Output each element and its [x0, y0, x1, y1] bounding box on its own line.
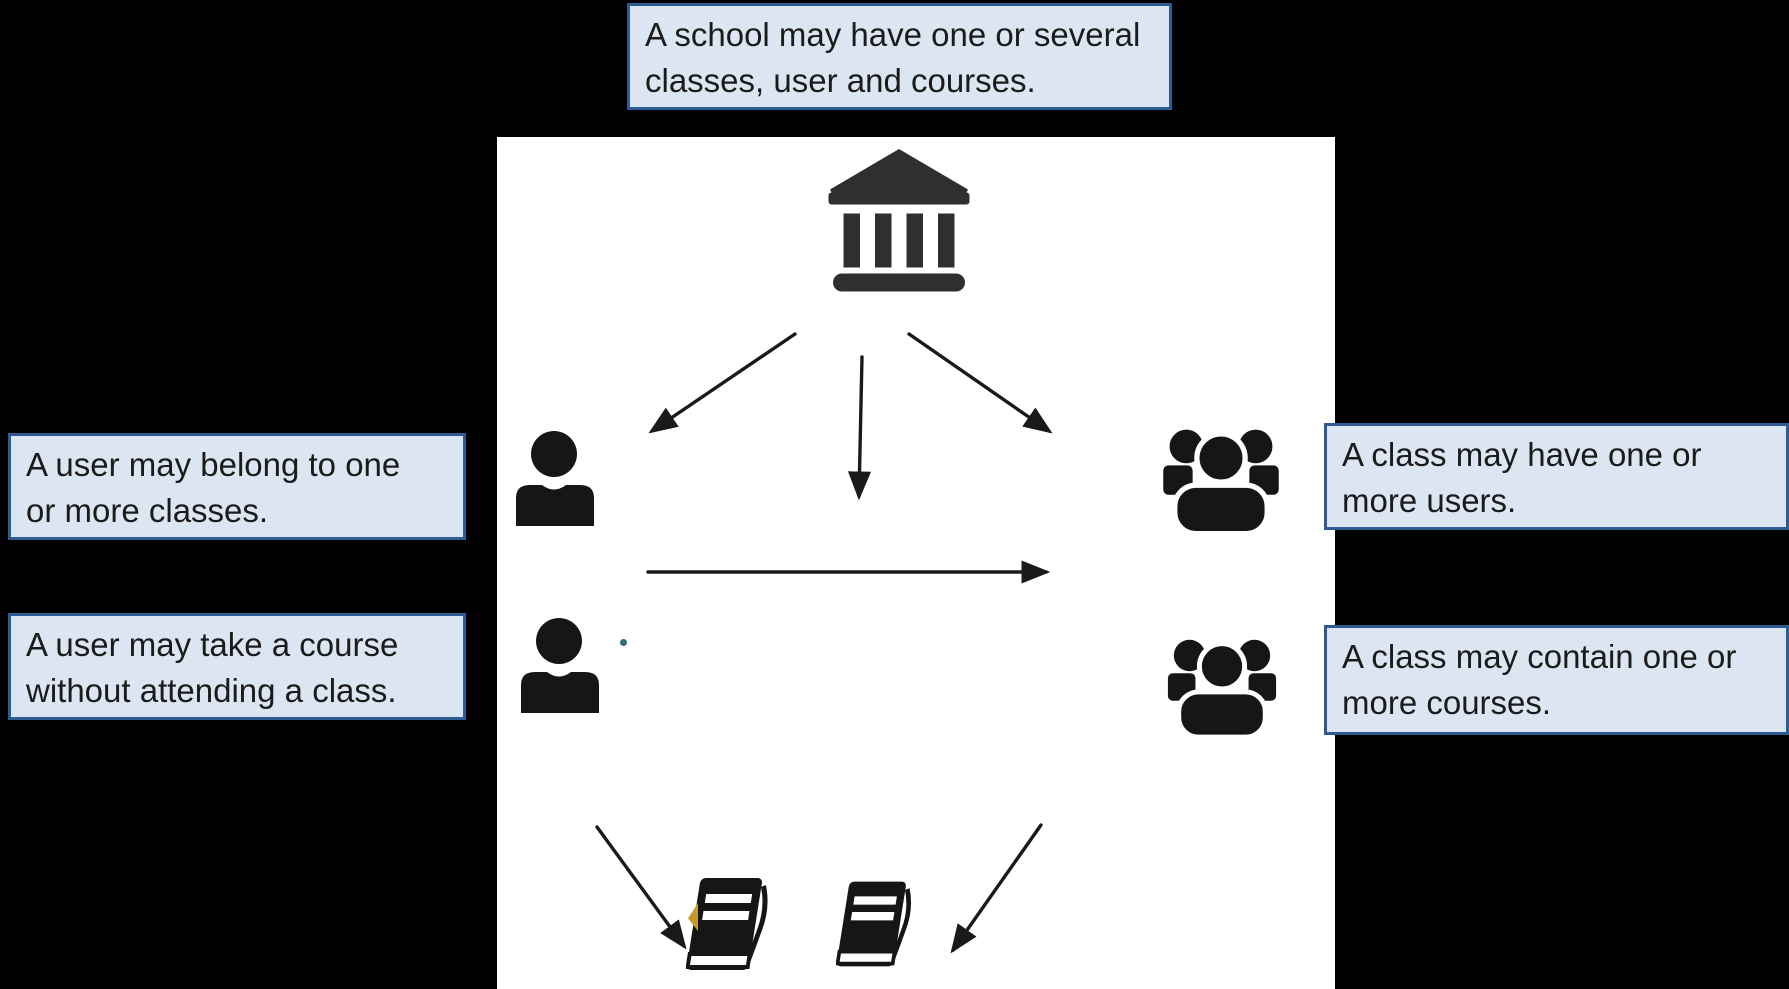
callout-user-classes-note: A user may belong to one or more classes…: [8, 433, 466, 540]
arrow-school-to-user: [648, 332, 797, 434]
callout-school-note: A school may have one or several classes…: [627, 3, 1172, 110]
stray-yellow-artifact: [688, 903, 698, 931]
user-icon: [521, 618, 599, 713]
arrow-class-to-course: [950, 823, 1043, 954]
callout-user-course-note: A user may take a course without attendi…: [8, 613, 466, 720]
users-group-icon: [1167, 639, 1277, 740]
callout-class-users-note: A class may have one or more users.: [1324, 423, 1789, 530]
school-building-icon: [828, 149, 970, 292]
user-icon: [516, 431, 594, 526]
users-group-icon: [1163, 429, 1279, 537]
book-icon: [836, 881, 912, 967]
arrow-school-down: [847, 355, 872, 501]
arrow-user-to-course: [595, 825, 687, 950]
callout-class-courses-note: A class may contain one or more courses.: [1324, 625, 1789, 735]
arrow-school-to-class: [907, 332, 1053, 434]
book-icon: [686, 878, 768, 970]
stray-dot-artifact: [620, 639, 627, 646]
